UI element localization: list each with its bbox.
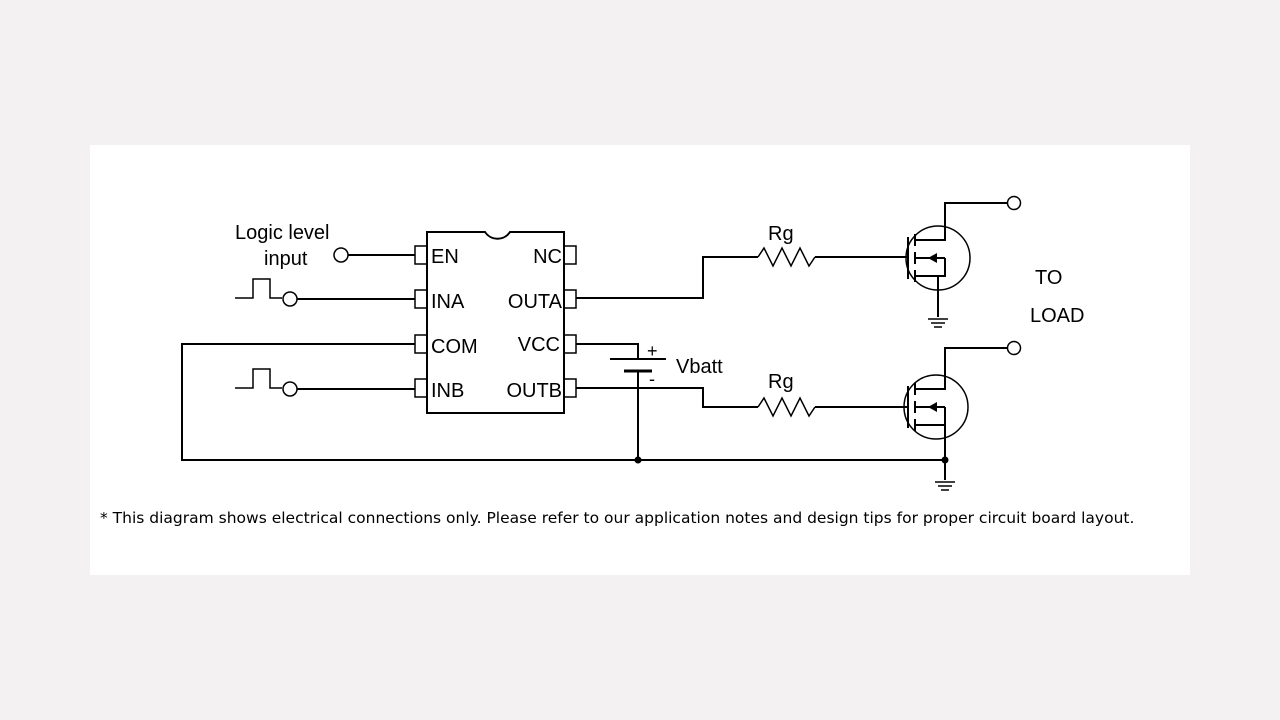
mosfet-top (905, 195, 1022, 317)
mosfet-bottom (903, 340, 1022, 480)
resistor-label-bottom: Rg (768, 371, 794, 393)
footnote: * This diagram shows electrical connecti… (100, 509, 1135, 527)
load-label-line2: LOAD (1030, 305, 1084, 327)
mosfet-bottom-source (915, 406, 946, 426)
logic-input-label-line1: Logic level (235, 222, 330, 244)
pin-tab-inb (414, 378, 428, 398)
gate-driver-schematic: EN INA COM INB NC OUTA VCC OUTB Logic le… (181, 195, 1084, 491)
ina-input-terminal (282, 291, 298, 307)
mosfet-top-arrow (928, 253, 937, 263)
pin-label-outb: OUTB (506, 380, 562, 402)
resistor-rg-top (757, 246, 816, 268)
ground-symbol-bottom (935, 481, 955, 491)
battery-plus-sign: + (647, 341, 658, 361)
battery-label: Vbatt (676, 356, 723, 378)
wire-outb (576, 387, 758, 408)
resistor-label-top: Rg (768, 223, 794, 245)
pin-label-vcc: VCC (518, 334, 560, 356)
pin-tab-ina (414, 289, 428, 309)
pin-tab-outa (563, 289, 577, 309)
diagram-card: EN INA COM INB NC OUTA VCC OUTB Logic le… (90, 145, 1190, 575)
ground-symbol-top (928, 318, 948, 328)
wire-vcc (576, 343, 639, 359)
battery-minus-sign: - (649, 369, 655, 389)
pin-tab-nc (563, 245, 577, 265)
pin-tab-outb (563, 378, 577, 398)
wire-com-ground-loop (181, 343, 945, 461)
pin-label-nc: NC (533, 246, 562, 268)
logic-input-label-line2: input (264, 248, 308, 270)
wire-outa (576, 256, 758, 299)
logic-input-terminal (333, 247, 349, 263)
resistor-rg-bottom (757, 396, 816, 418)
load-terminal-bottom (1006, 340, 1022, 356)
mosfet-top-drain (915, 202, 1007, 241)
pin-tab-com (414, 334, 428, 354)
mosfet-bottom-arrow (928, 402, 937, 412)
mosfet-bottom-drain (915, 347, 1007, 390)
inb-input-terminal (282, 381, 298, 397)
pulse-icon-inb (235, 368, 282, 389)
pin-label-com: COM (431, 336, 478, 358)
load-terminal-top (1006, 195, 1022, 211)
pin-label-ina: INA (431, 291, 465, 313)
driver-ic: EN INA COM INB NC OUTA VCC OUTB (414, 231, 577, 414)
mosfet-top-source (915, 257, 946, 277)
pin-tab-vcc (563, 334, 577, 354)
pulse-icon-ina (235, 278, 282, 299)
mosfet-bottom-body (903, 374, 969, 440)
pin-label-inb: INB (431, 380, 464, 402)
pin-label-en: EN (431, 246, 459, 268)
load-label-line1: TO (1035, 267, 1062, 289)
pin-tab-en (414, 245, 428, 265)
pin-label-outa: OUTA (508, 291, 563, 313)
